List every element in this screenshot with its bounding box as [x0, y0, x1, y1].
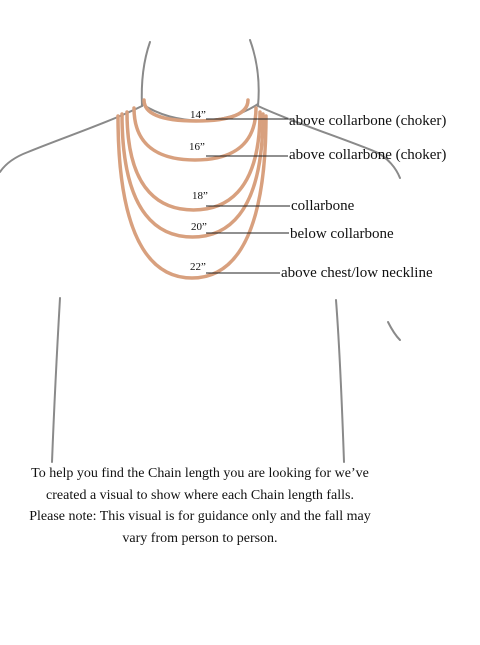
right-shoulder-outline: [257, 105, 401, 179]
description-label-16: above collarbone (choker): [289, 147, 446, 163]
guidance-caption: To help you find the Chain length you ar…: [0, 463, 400, 549]
chain-3: [125, 110, 262, 212]
mannequin-outline: [0, 39, 401, 463]
size-label-16: 16”: [189, 141, 205, 153]
chain-2: [132, 106, 258, 162]
size-label-20: 20”: [191, 221, 207, 233]
size-label-18: 18”: [192, 190, 208, 202]
description-label-22: above chest/low neckline: [281, 265, 433, 281]
description-label-18: collarbone: [291, 198, 355, 214]
size-label-22: 22”: [190, 261, 206, 273]
caption-line-3: Please note: This visual is for guidance…: [29, 509, 371, 524]
caption-line-2: created a visual to show where each Chai…: [46, 487, 354, 503]
right-arm-outer-outline: [387, 321, 401, 341]
left-shoulder-outline: [0, 105, 143, 173]
right-arm-inner-outline: [335, 299, 345, 463]
neck-outline-left: [140, 41, 151, 107]
caption-line-4: vary from person to person.: [122, 530, 278, 546]
caption-line-1: To help you find the Chain length you ar…: [31, 466, 369, 481]
chain-layer: [116, 98, 268, 280]
size-labels: 14” 16” 18” 20” 22”: [189, 109, 208, 273]
chain-1: [142, 98, 250, 123]
chain-4: [120, 112, 265, 239]
description-label-14: above collarbone (choker): [289, 113, 446, 129]
size-label-14: 14”: [190, 109, 206, 121]
leader-layer: [206, 118, 290, 274]
chain-5: [116, 114, 268, 280]
left-arm-inner-outline: [51, 297, 61, 463]
description-label-20: below collarbone: [290, 226, 394, 242]
neck-outline-right: [249, 39, 260, 107]
description-labels: above collarbone (choker) above collarbo…: [281, 113, 446, 281]
